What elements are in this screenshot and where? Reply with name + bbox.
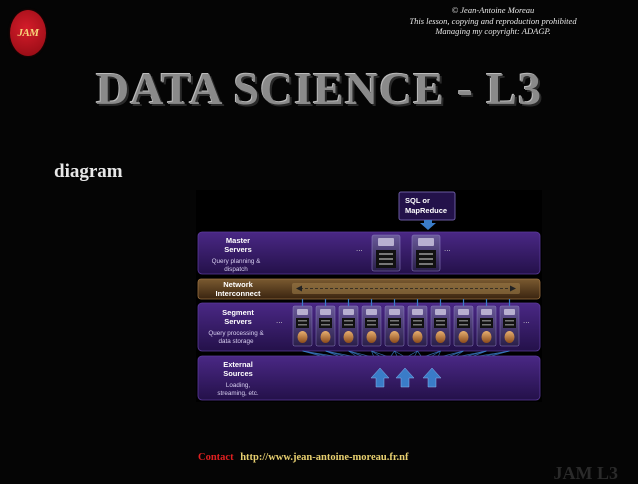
external-desc1: Loading, [226,382,250,389]
external-title2: Sources [223,369,253,378]
segment-server-icon [453,305,474,347]
segment-server-icon [430,305,451,347]
master-desc1: Query planning & [212,258,261,265]
up-arrow-icon [395,367,415,388]
external-title1: External [223,360,253,369]
copyright-line: This lesson, copying and reproduction pr… [409,15,577,26]
master-title2: Servers [224,245,252,254]
master-ellipsis-right: ... [444,244,451,253]
master-title1: Master [226,236,250,245]
segment-title2: Servers [224,317,252,326]
network-title1: Network [223,280,253,289]
segment-server-icon [384,305,405,347]
network-title2: Interconnect [215,289,261,298]
jam-logo: JAM [10,10,46,56]
up-arrow-icon [422,367,442,388]
architecture-diagram: SQL or MapReduce Master Servers Query pl… [196,190,542,402]
master-desc2: dispatch [224,266,248,273]
segment-server-icon [476,305,497,347]
segment-title1: Segment [222,308,254,317]
footer: Contact http://www.jean-antoine-moreau.f… [198,452,409,463]
right-arrow-icon [510,285,516,292]
up-arrow-icon [370,367,390,388]
segment-desc1: Query processing & [208,330,264,337]
master-servers-row: Master Servers Query planning & dispatch… [197,231,541,275]
corner-watermark: JAM L3 [553,463,619,483]
contact-link[interactable]: http://www.jean-antoine-moreau.fr.nf [240,452,409,463]
slide-title: DATA SCIENCE - L3 [96,63,542,114]
master-server-icon [411,234,441,272]
section-label: diagram [54,161,123,182]
down-arrow-icon [420,220,436,230]
segment-ellipsis-left: ... [276,316,283,325]
copyright-notice: © Jean-Antoine Moreau This lesson, copyi… [378,5,608,37]
left-arrow-icon [296,285,302,292]
segment-server-icon [407,305,428,347]
segment-server-icon [338,305,359,347]
copyright-line: Managing my copyright: ADAGP. [435,26,551,36]
segment-server-icon [499,305,520,347]
external-desc2: streaming, etc. [217,390,259,397]
network-interconnect-row: Network Interconnect [197,278,541,300]
segment-desc2: data storage [218,338,254,345]
external-sources-row: External Sources Loading, streaming, etc… [197,355,541,401]
query-box: SQL or MapReduce [398,191,456,230]
segment-ellipsis-right: ... [523,316,530,325]
master-server-icon [371,234,401,272]
segment-server-icon [361,305,382,347]
segment-server-icon [292,305,313,347]
segment-servers-row: Segment Servers Query processing & data … [197,299,541,352]
segment-server-icon [315,305,336,347]
query-box-line2: MapReduce [405,206,447,215]
copyright-line: © Jean-Antoine Moreau [451,5,535,15]
query-box-line1: SQL or [405,196,430,205]
contact-label: Contact [198,452,234,463]
master-ellipsis-left: ... [356,244,363,253]
